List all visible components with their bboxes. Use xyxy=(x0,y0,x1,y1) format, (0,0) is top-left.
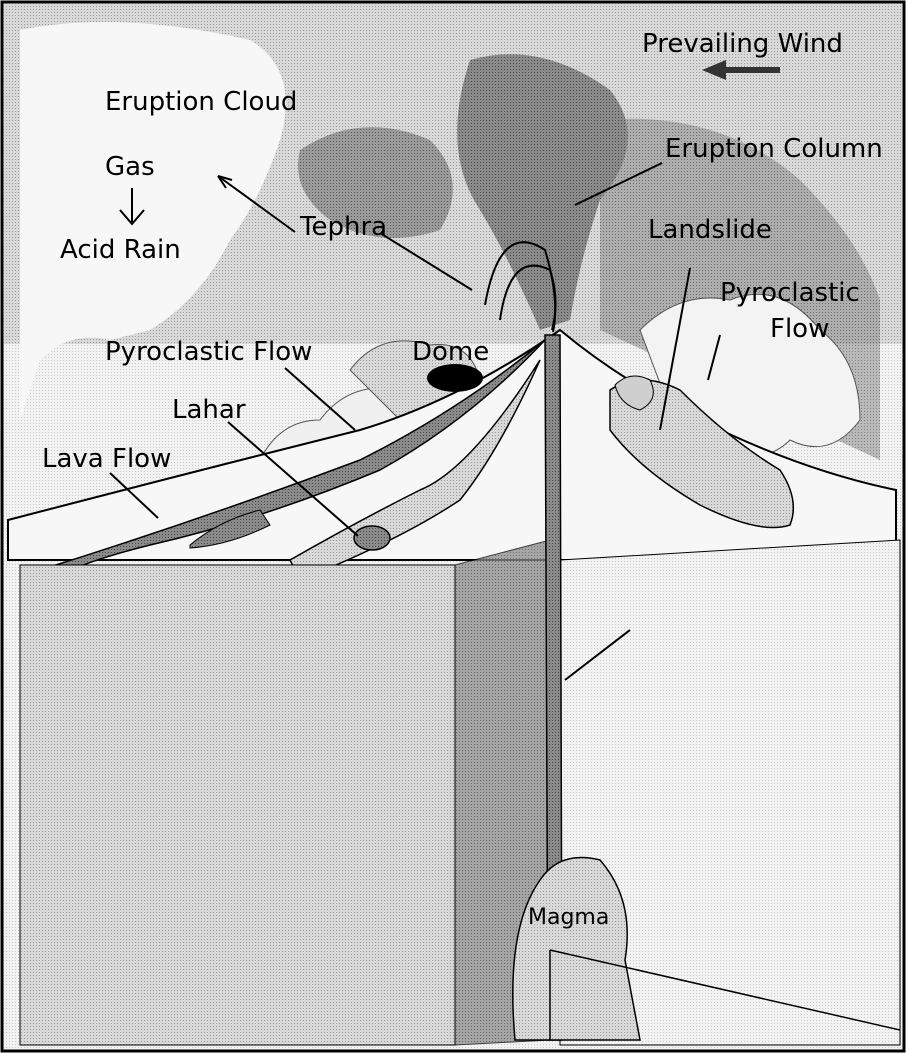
label-lahar: Lahar xyxy=(172,395,246,425)
label-tephra: Tephra xyxy=(299,212,387,242)
label-pyroclastic-right-1: Pyroclastic xyxy=(720,278,860,308)
label-eruption-column: Eruption Column xyxy=(665,134,883,164)
label-pyroclastic-left: Pyroclastic Flow xyxy=(105,337,312,367)
label-dome: Dome xyxy=(412,337,489,367)
label-pyroclastic-right-2: Flow xyxy=(770,314,829,344)
label-lava-flow: Lava Flow xyxy=(42,444,171,474)
label-gas: Gas xyxy=(105,152,155,182)
label-prevailing-wind: Prevailing Wind xyxy=(642,29,843,59)
label-acid-rain: Acid Rain xyxy=(60,235,181,265)
label-landslide: Landslide xyxy=(648,215,772,245)
label-magma: Magma xyxy=(528,905,609,930)
dome-shape xyxy=(427,364,483,392)
label-eruption-cloud: Eruption Cloud xyxy=(105,87,297,117)
lahar-end xyxy=(354,526,390,550)
crust-block-left xyxy=(20,565,455,1045)
